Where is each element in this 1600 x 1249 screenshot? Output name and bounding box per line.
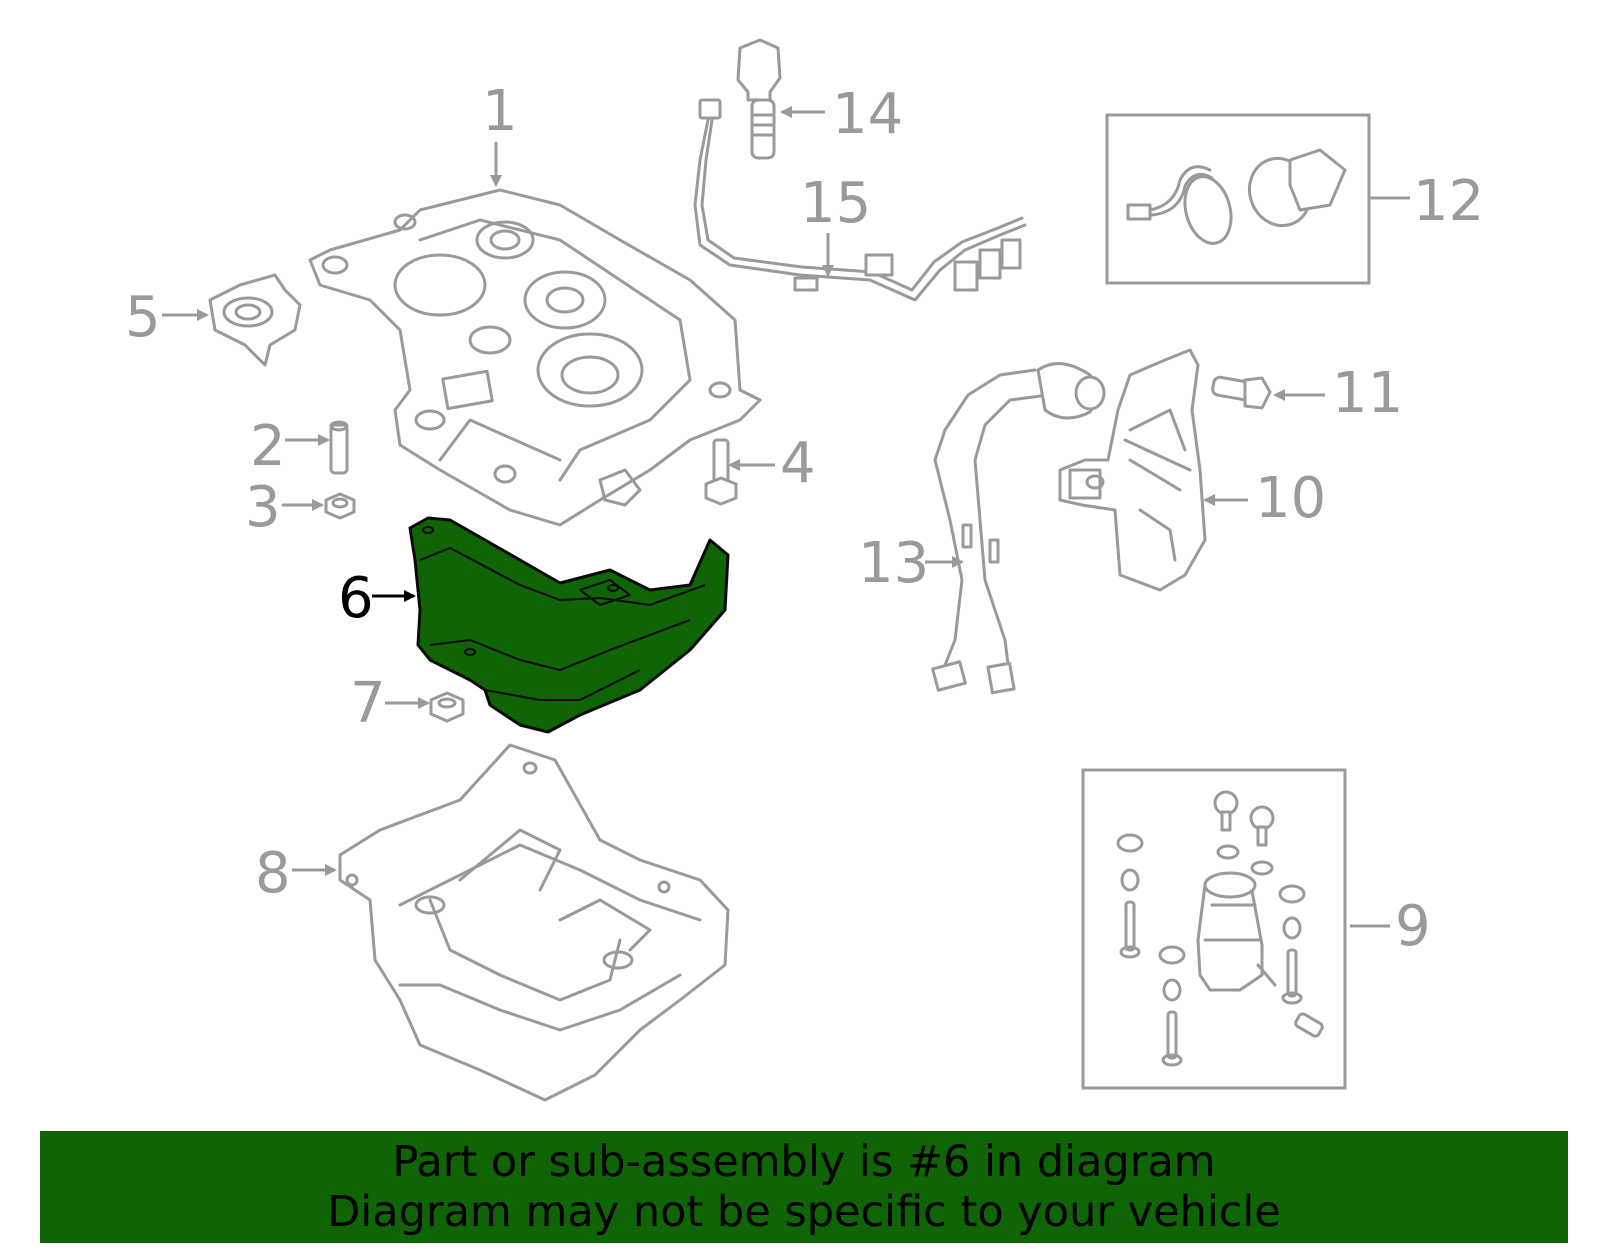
callout-4: 4 <box>780 431 816 496</box>
banner-line-1: Part or sub-assembly is #6 in diagram <box>392 1137 1216 1187</box>
callout-6: 6 <box>338 566 374 631</box>
callout-2: 2 <box>250 414 286 479</box>
callout-11: 11 <box>1332 361 1403 426</box>
part-12-kit[interactable] <box>1105 113 1371 285</box>
part-1-unit[interactable] <box>308 188 762 527</box>
part-11-bolt[interactable] <box>1211 375 1272 410</box>
part-15-harness[interactable] <box>693 98 1027 302</box>
callout-12: 12 <box>1413 169 1484 234</box>
part-4-bolt[interactable] <box>704 438 738 506</box>
part-2-stud[interactable] <box>329 420 349 475</box>
callout-3: 3 <box>245 475 281 540</box>
info-banner: Part or sub-assembly is #6 in diagram Di… <box>40 1131 1568 1243</box>
callout-7: 7 <box>350 671 386 736</box>
callout-14: 14 <box>832 82 903 147</box>
callout-13: 13 <box>858 531 929 596</box>
part-7-nut[interactable] <box>429 691 465 723</box>
leader-arrows <box>162 106 1410 928</box>
part-6-shield[interactable] <box>408 516 730 734</box>
part-13-pipe[interactable] <box>931 362 1106 695</box>
banner-line-2: Diagram may not be specific to your vehi… <box>327 1187 1281 1237</box>
callout-15: 15 <box>800 171 871 236</box>
callout-10: 10 <box>1255 466 1326 531</box>
callout-1: 1 <box>482 79 518 144</box>
part-14-plug[interactable] <box>736 38 782 160</box>
callout-9: 9 <box>1395 894 1431 959</box>
callout-8: 8 <box>255 841 291 906</box>
part-8-tray[interactable] <box>338 743 730 1102</box>
part-5-bracket[interactable] <box>208 273 302 367</box>
parts-diagram: 1 2 3 4 5 6 7 8 9 10 11 12 13 14 15 <box>125 38 1484 1102</box>
part-3-nut[interactable] <box>324 492 356 520</box>
part-10-bracket[interactable] <box>1058 348 1207 592</box>
part-9-kit[interactable] <box>1081 768 1347 1090</box>
callout-5: 5 <box>125 285 161 350</box>
